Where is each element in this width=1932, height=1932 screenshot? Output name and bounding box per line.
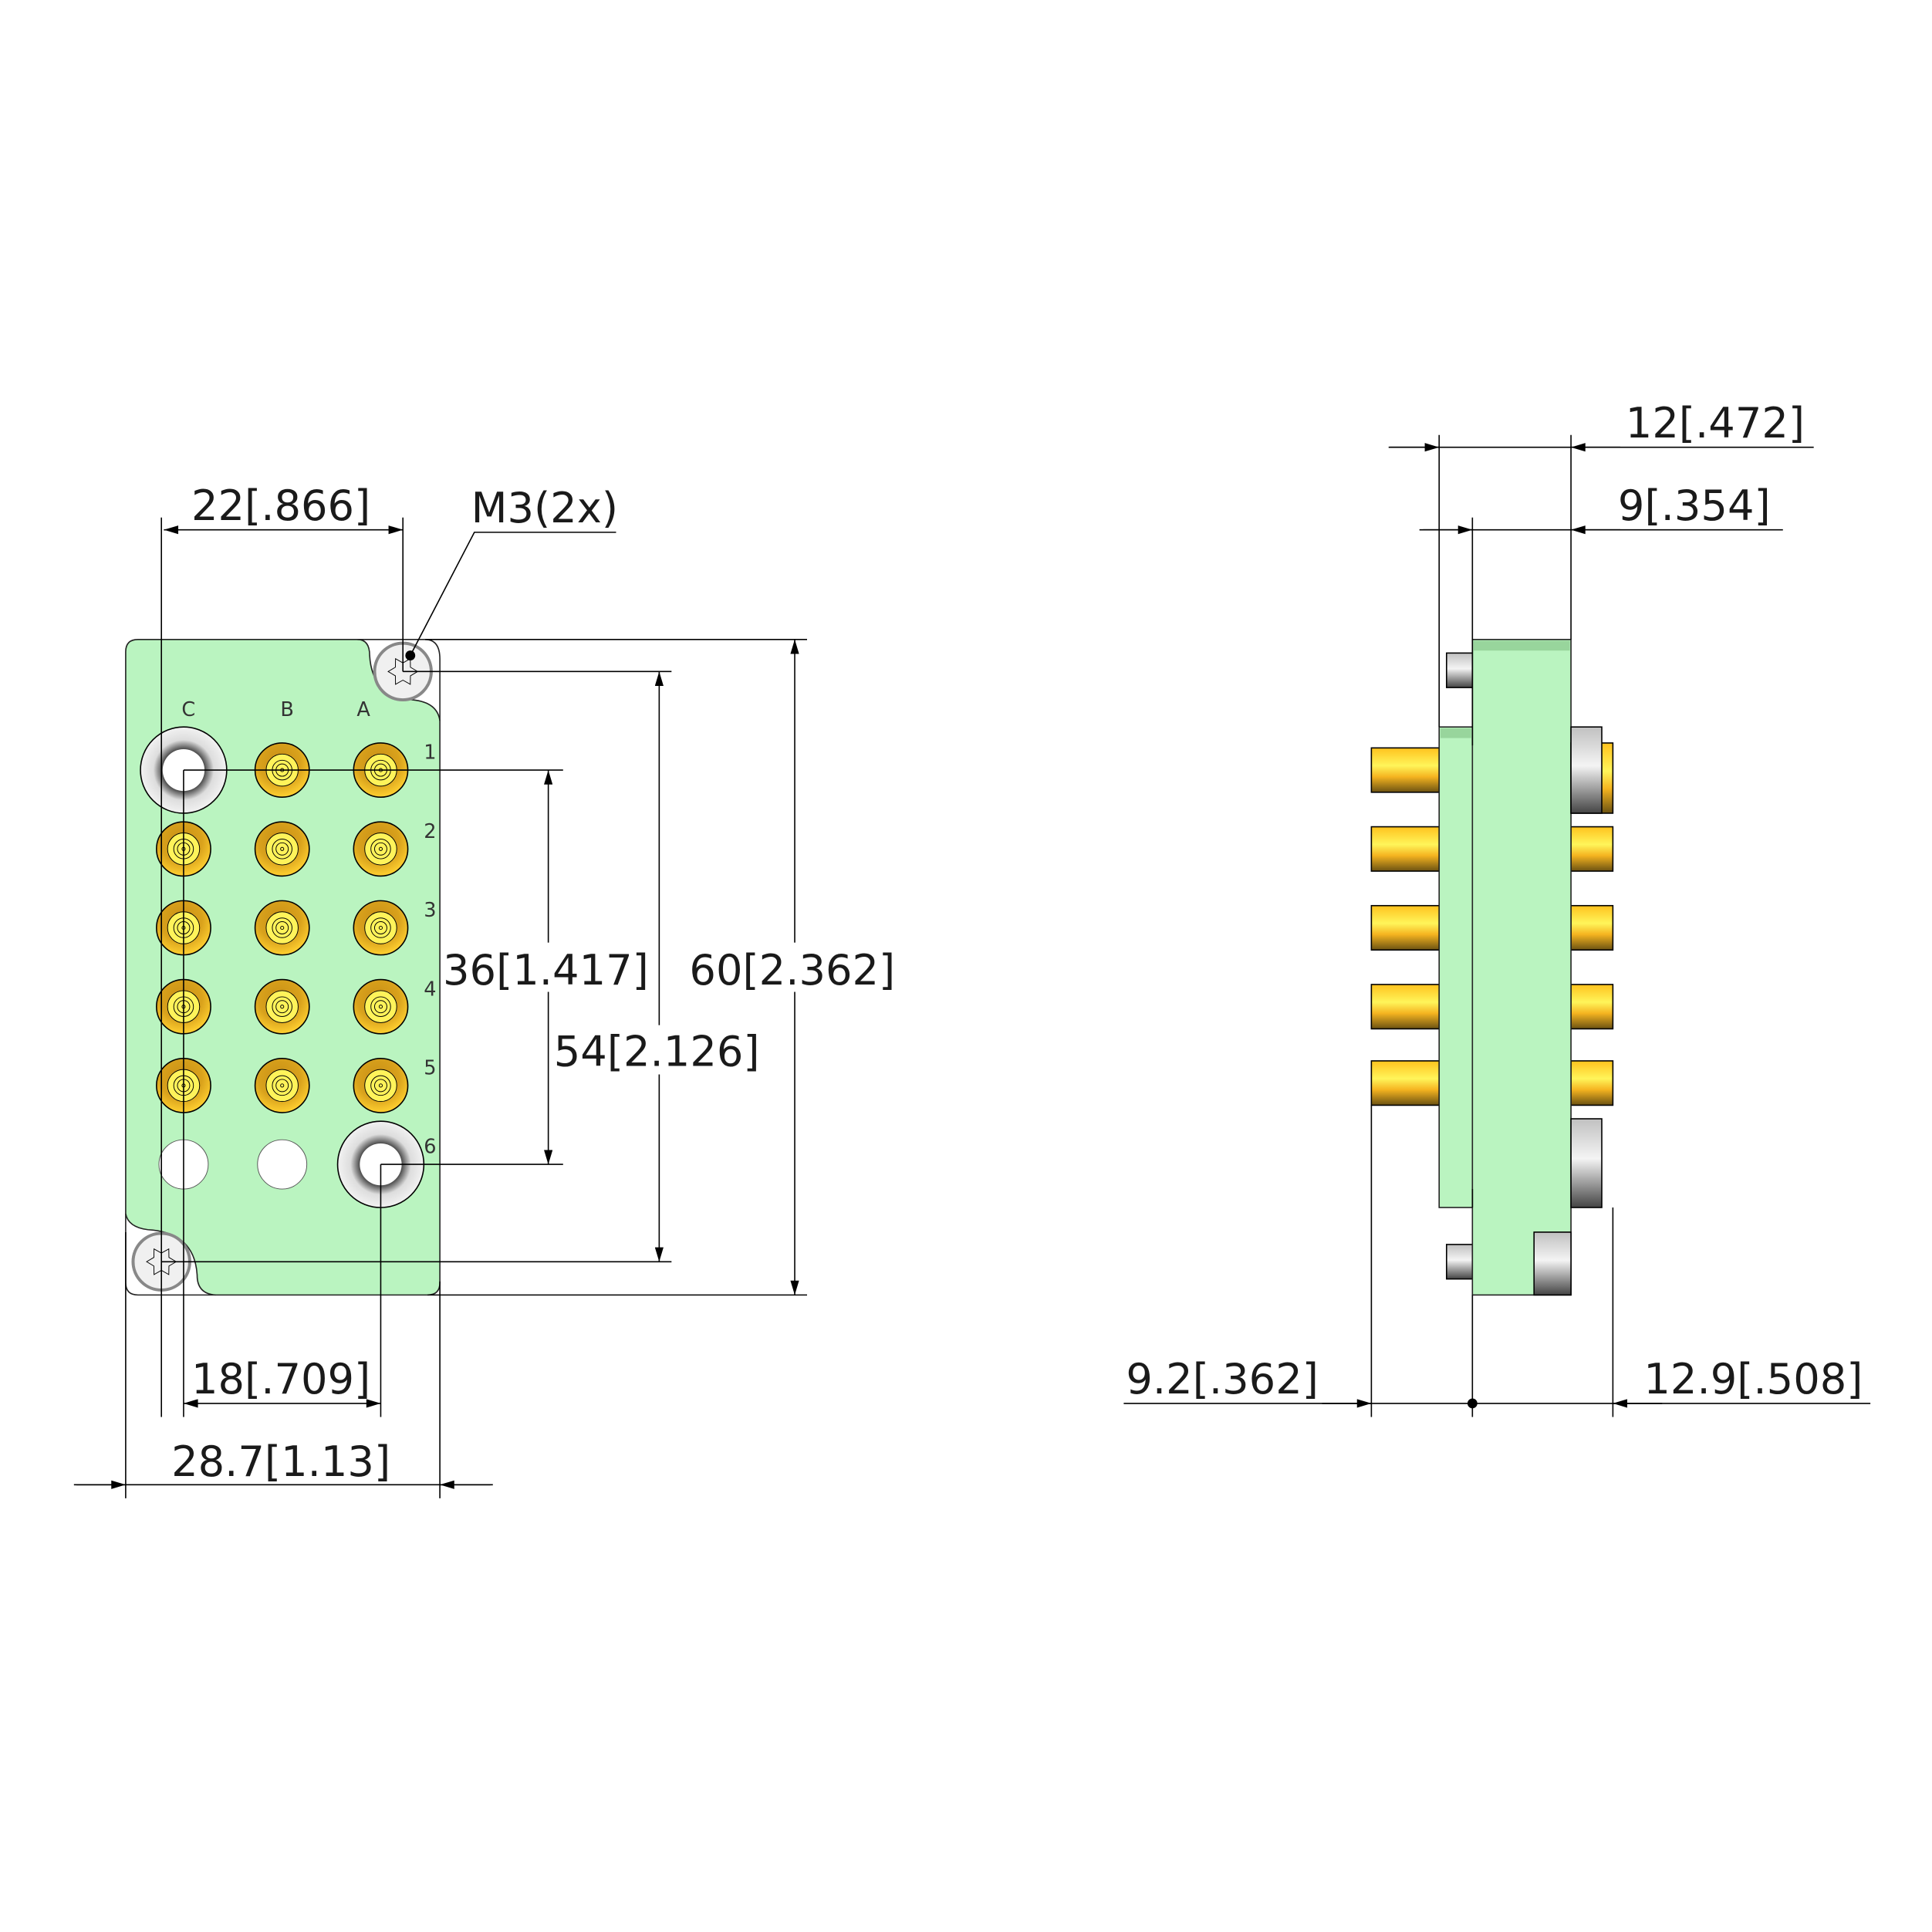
dim-pitch-vertical: 36[1.417] [443, 946, 649, 995]
dimensions: 22[.866] M3(2x) 36[1.417] 54[2.126] 60[2… [73, 399, 1871, 1498]
dim-overall-width: 28.7[1.13] [171, 1437, 390, 1486]
row-label: 5 [424, 1057, 436, 1080]
pin-right [1570, 984, 1614, 1030]
front-view: C B A 1 2 3 4 5 6 [125, 639, 441, 1296]
dim-pin-span: 18[.709] [191, 1355, 370, 1403]
dim-body-depth: 9[.354] [1618, 481, 1771, 530]
contact-B3 [254, 900, 310, 956]
contact-B5 [254, 1057, 310, 1113]
column-label: A [356, 698, 370, 721]
side-view [1370, 639, 1614, 1296]
empty-cavity [257, 1139, 308, 1190]
contact-B2 [254, 821, 310, 877]
contact-B4 [254, 978, 310, 1035]
guide-bushing-top [1570, 726, 1603, 814]
screw-head-side [1533, 1231, 1572, 1296]
dim-total-depth: 12[.472] [1626, 399, 1805, 448]
pin-left [1370, 904, 1441, 951]
row-label: 4 [424, 978, 436, 1001]
guide-bushing-bottom [1570, 1118, 1603, 1208]
connector-body-side [1471, 639, 1572, 1296]
thread-callout: M3(2x) [471, 484, 618, 532]
row-label: 3 [424, 899, 436, 922]
column-label: B [280, 698, 294, 721]
dim-pin-right: 12.9[.508] [1643, 1355, 1863, 1403]
dim-screw-spacing: 54[2.126] [554, 1027, 760, 1076]
connector-flange-side [1438, 726, 1477, 1208]
pin-left [1370, 826, 1441, 872]
dim-pin-left: 9.2[.362] [1126, 1355, 1319, 1403]
pin-right [1570, 826, 1614, 872]
row-label: 2 [424, 820, 436, 843]
pin-right [1570, 904, 1614, 951]
contact-A4 [353, 978, 409, 1035]
alignment-pin-bottom [1446, 1244, 1474, 1280]
alignment-pin-top [1446, 652, 1474, 688]
contact-A3 [353, 900, 409, 956]
pin-left [1370, 747, 1441, 793]
row-label: 6 [424, 1136, 436, 1159]
dim-top-width: 22[.866] [191, 481, 370, 530]
column-label: C [181, 698, 195, 721]
contact-A5 [353, 1057, 409, 1113]
torx-icon [146, 1248, 177, 1275]
pin-left [1370, 1060, 1441, 1106]
dim-overall-height: 60[2.362] [689, 946, 895, 995]
pin-left [1370, 984, 1441, 1030]
row-label: 1 [424, 741, 436, 765]
contact-A2 [353, 821, 409, 877]
pin-right [1570, 1060, 1614, 1106]
